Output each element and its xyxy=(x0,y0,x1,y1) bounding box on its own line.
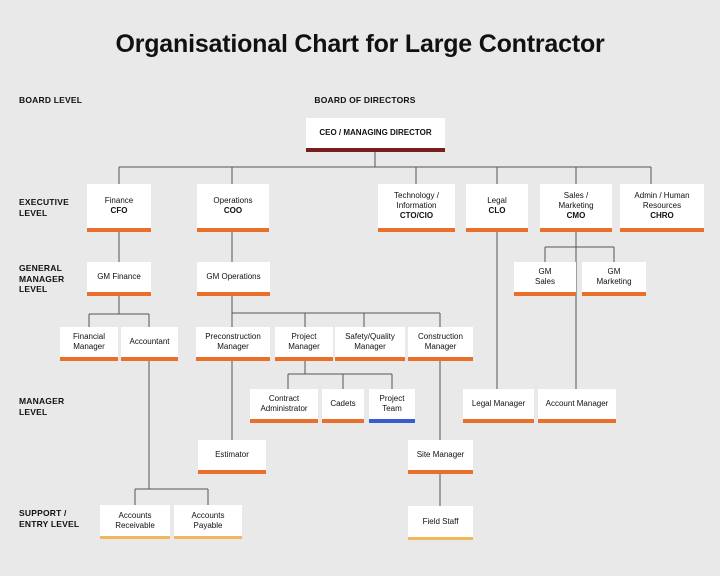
node-accounts-payable-role: Accounts Payable xyxy=(191,510,225,530)
chart-title: Organisational Chart for Large Contracto… xyxy=(115,30,605,58)
level-label-manager: MANAGER LEVEL xyxy=(19,396,65,417)
node-gm-finance-role: GM Finance xyxy=(97,272,141,281)
level-label-board: BOARD LEVEL xyxy=(19,95,83,105)
node-sales[interactable]: Sales / Marketing CMO xyxy=(540,184,612,232)
node-cadets[interactable]: Cadets xyxy=(322,389,364,423)
connector-sales xyxy=(544,232,615,389)
node-sales-role: Sales / Marketing xyxy=(558,191,594,210)
node-gm-operations[interactable]: GM Operations xyxy=(197,262,270,296)
node-finance-abbr: CFO xyxy=(110,206,128,215)
node-construction-manager[interactable]: Construction Manager xyxy=(408,327,473,361)
node-preconstruction-manager-role: Preconstruction Manager xyxy=(205,332,261,351)
node-safety-quality-manager[interactable]: Safety/Quality Manager xyxy=(335,327,405,361)
connector-accountant-support xyxy=(134,361,209,505)
node-accountant[interactable]: Accountant xyxy=(121,327,178,361)
node-field-staff[interactable]: Field Staff xyxy=(408,506,473,540)
level-label-executive: EXECUTIVE LEVEL xyxy=(19,197,69,218)
node-account-manager[interactable]: Account Manager xyxy=(538,389,616,423)
node-contract-administrator-role: Contract Administrator xyxy=(260,394,308,413)
connector-operations xyxy=(231,232,441,327)
node-accounts-payable[interactable]: Accounts Payable xyxy=(174,505,242,539)
node-gm-sales[interactable]: GM Sales xyxy=(514,262,576,296)
connector-finance xyxy=(88,232,150,327)
node-site-manager-role: Site Manager xyxy=(416,450,465,459)
node-cadets-role: Cadets xyxy=(330,399,356,408)
node-gm-marketing-role: GM Marketing xyxy=(596,267,632,286)
connector-ceo-executives xyxy=(118,152,652,184)
node-safety-quality-manager-role: Safety/Quality Manager xyxy=(345,332,395,351)
node-admin[interactable]: Admin / Human Resources CHRO xyxy=(620,184,704,232)
node-project-team-role: Project Team xyxy=(379,394,405,413)
node-account-manager-role: Account Manager xyxy=(545,399,609,408)
level-label-support: SUPPORT / ENTRY LEVEL xyxy=(19,508,80,529)
node-legal-role: Legal xyxy=(487,196,507,205)
node-accounts-receivable-role: Accounts Receivable xyxy=(115,510,155,530)
node-admin-abbr: CHRO xyxy=(650,211,674,220)
node-ceo[interactable]: CEO / MANAGING DIRECTOR xyxy=(306,118,445,152)
node-project-manager[interactable]: Project Manager xyxy=(275,327,333,361)
node-estimator[interactable]: Estimator xyxy=(198,440,266,474)
node-technology[interactable]: Technology / Information CTO/CIO xyxy=(378,184,455,232)
level-label-general-manager: GENERAL MANAGER LEVEL xyxy=(19,263,65,294)
connector-project-manager-team xyxy=(287,361,393,389)
node-gm-finance[interactable]: GM Finance xyxy=(87,262,151,296)
node-construction-manager-role: Construction Manager xyxy=(418,332,463,351)
node-legal[interactable]: Legal CLO xyxy=(466,184,528,232)
node-sales-abbr: CMO xyxy=(566,211,586,220)
node-gm-marketing[interactable]: GM Marketing xyxy=(582,262,646,296)
node-admin-role: Admin / Human Resources xyxy=(634,191,690,210)
node-operations-role: Operations xyxy=(213,196,253,205)
node-accounts-receivable[interactable]: Accounts Receivable xyxy=(100,505,170,539)
node-financial-manager-role: Financial Manager xyxy=(72,332,105,351)
node-operations[interactable]: Operations COO xyxy=(197,184,269,232)
node-financial-manager[interactable]: Financial Manager xyxy=(60,327,118,361)
node-legal-manager[interactable]: Legal Manager xyxy=(463,389,534,423)
node-technology-role: Technology / Information xyxy=(394,191,439,210)
node-contract-administrator[interactable]: Contract Administrator xyxy=(250,389,318,423)
node-technology-abbr: CTO/CIO xyxy=(399,211,434,220)
node-finance-role: Finance xyxy=(104,196,134,205)
node-estimator-role: Estimator xyxy=(215,450,249,459)
node-site-manager[interactable]: Site Manager xyxy=(408,440,473,474)
board-of-directors-label: BOARD OF DIRECTORS xyxy=(314,95,416,105)
node-finance[interactable]: Finance CFO xyxy=(87,184,151,232)
node-legal-manager-role: Legal Manager xyxy=(471,399,526,408)
node-gm-operations-role: GM Operations xyxy=(206,272,261,281)
node-project-manager-role: Project Manager xyxy=(288,332,320,351)
node-accountant-role: Accountant xyxy=(129,337,170,346)
node-preconstruction-manager[interactable]: Preconstruction Manager xyxy=(196,327,270,361)
node-gm-sales-role: GM Sales xyxy=(534,267,555,286)
node-operations-abbr: COO xyxy=(223,206,243,215)
node-ceo-role: CEO / MANAGING DIRECTOR xyxy=(319,128,432,137)
node-legal-abbr: CLO xyxy=(488,206,506,215)
node-project-team[interactable]: Project Team xyxy=(369,389,415,423)
node-field-staff-role: Field Staff xyxy=(422,516,459,526)
